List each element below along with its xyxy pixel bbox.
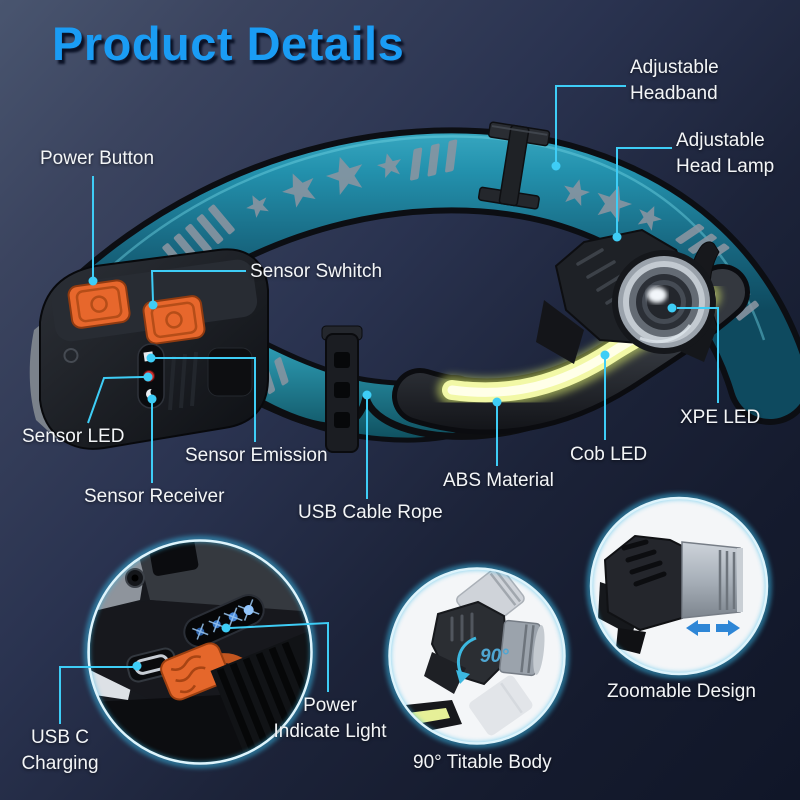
callout-lines — [87, 85, 719, 499]
label-usb-cable-rope: USB Cable Rope — [298, 502, 443, 523]
callout-sensor-emission — [146, 353, 256, 442]
zoom-lens-barrel — [681, 541, 741, 619]
label-abs-material: ABS Material — [443, 470, 554, 491]
zoom-arrow-left-icon — [686, 620, 710, 636]
label-usb-c-charging: USB C Charging — [0, 725, 120, 777]
page-title: Product Details — [52, 17, 405, 70]
zoom-arrow-right-icon — [716, 620, 740, 636]
inset-callout-lines — [59, 621, 329, 724]
callout-sensor-led — [87, 372, 153, 424]
headband-pattern — [162, 139, 759, 321]
label-power-button: Power Button — [40, 148, 155, 169]
label-power-indicate-line1: Power — [303, 695, 357, 716]
tilt-lens-barrel — [499, 619, 545, 677]
label-adjustable-headband-line2: Headband — [630, 83, 718, 104]
label-cob-led: Cob LED — [570, 444, 648, 465]
label-adjustable-head-lamp-line2: Head Lamp — [676, 156, 775, 177]
tilt-inset: 90° — [384, 563, 570, 749]
label-zoom-caption: Zoomable Design — [607, 681, 756, 702]
callout-xpe-led — [667, 303, 719, 403]
callout-usb-cable-rope — [362, 390, 372, 499]
label-adjustable-head-lamp: Adjustable Head Lamp — [676, 128, 774, 180]
headband-buckle — [477, 121, 551, 210]
label-tilt-caption: 90° Titable Body — [413, 752, 552, 773]
lamp-lens — [612, 250, 716, 354]
label-sensor-receiver: Sensor Receiver — [84, 486, 225, 507]
box-top-panel — [51, 259, 258, 364]
label-adjustable-headband-line1: Adjustable — [630, 57, 719, 78]
zoom-inset — [586, 493, 772, 679]
label-adjustable-headband: Adjustable Headband — [630, 55, 719, 107]
battery-box — [29, 248, 269, 450]
label-sensor-switch: Sensor Swhitch — [250, 261, 383, 282]
callout-sensor-switch — [148, 270, 246, 310]
label-sensor-emission: Sensor Emission — [185, 445, 328, 466]
callout-cob-led — [600, 350, 610, 440]
box-ribs — [168, 351, 198, 411]
tilt-angle-badge: 90° — [480, 646, 509, 667]
callout-adjustable-head-lamp — [612, 147, 672, 242]
tilt-bracket — [424, 652, 466, 694]
tilt-bracket — [536, 300, 584, 364]
strap-clip — [321, 325, 363, 453]
usb-inset — [83, 535, 317, 769]
label-usb-c-line2: Charging — [21, 753, 99, 774]
power-indicator-panel — [183, 594, 265, 648]
label-adjustable-head-lamp-line1: Adjustable — [676, 130, 765, 151]
callout-abs-material — [492, 397, 502, 466]
rotate-arrowhead-icon — [456, 670, 470, 684]
callout-usb-c-charging — [59, 661, 142, 724]
power-button-key — [67, 279, 131, 329]
callout-power-indicate-light — [221, 621, 329, 692]
head-lamp — [536, 228, 720, 364]
label-usb-c-line1: USB C — [30, 727, 90, 748]
callout-sensor-receiver — [147, 394, 157, 483]
sensor-switch-key — [142, 295, 206, 345]
callout-adjustable-headband — [551, 85, 626, 171]
label-sensor-led: Sensor LED — [22, 426, 125, 447]
stripe-icon — [409, 139, 458, 181]
zoom-arrows — [686, 620, 740, 636]
label-power-indicate-light: Power Indicate Light — [250, 693, 410, 745]
label-xpe-led: XPE LED — [680, 407, 761, 428]
label-power-indicate-line2: Indicate Light — [273, 721, 387, 742]
callout-power-button — [88, 176, 98, 286]
cable-socket — [207, 347, 253, 397]
ghost-barrel — [469, 675, 533, 736]
